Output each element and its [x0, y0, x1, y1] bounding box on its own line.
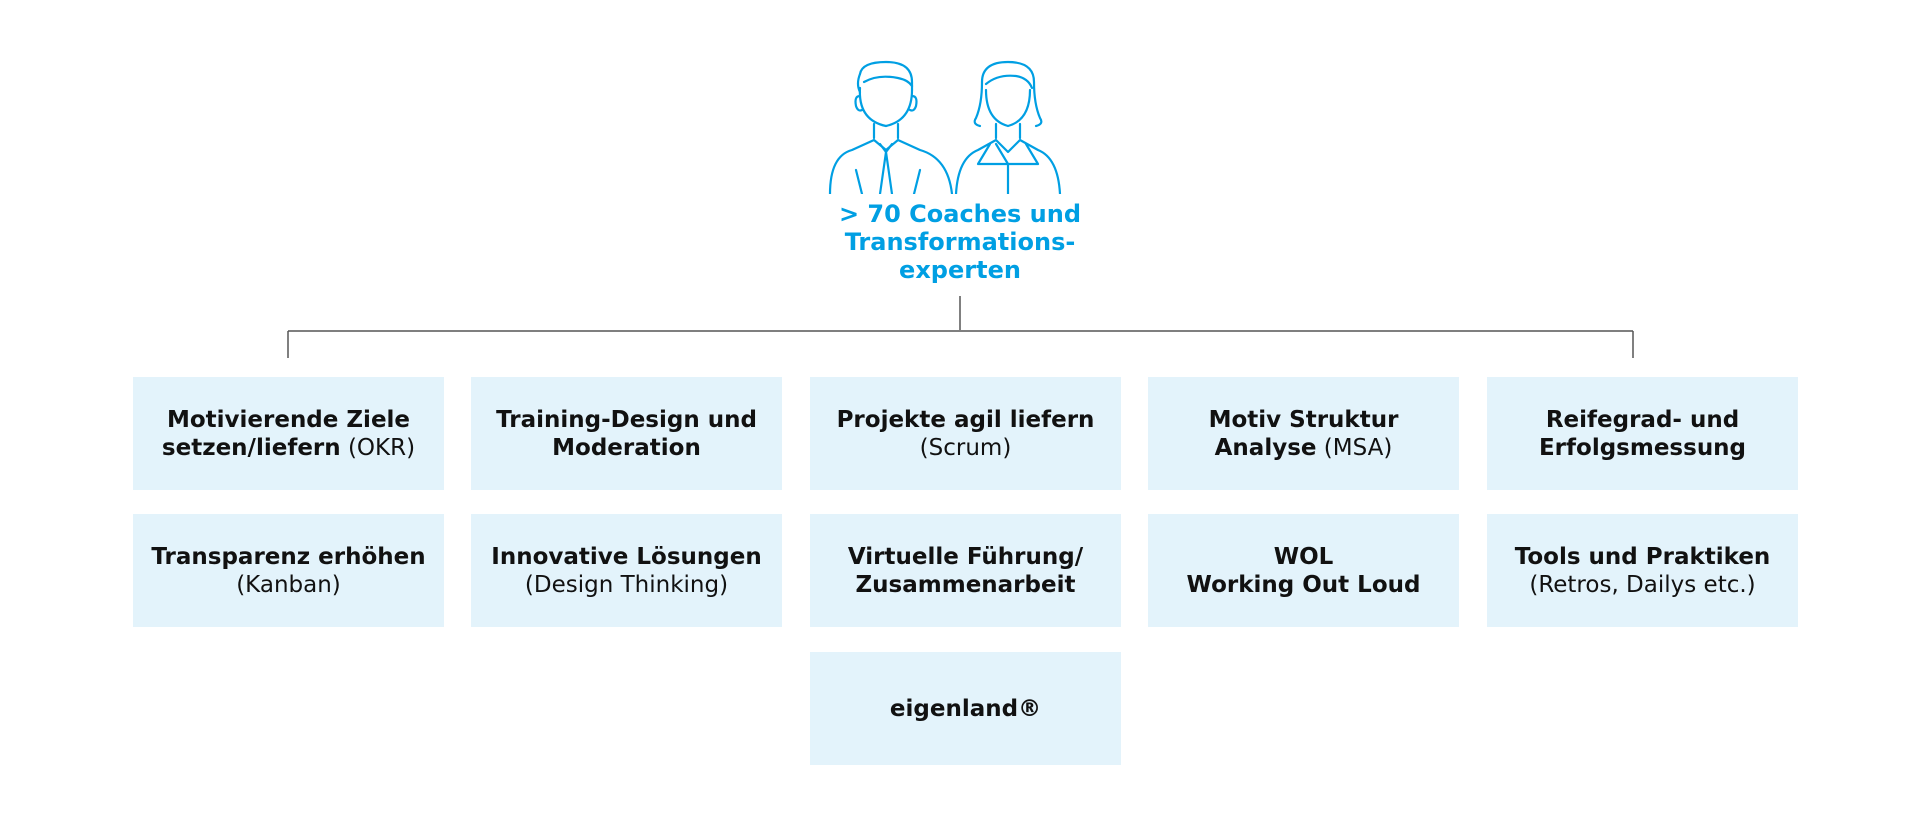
box-eigenland-line1: eigenland®	[889, 695, 1042, 722]
box-reifegrad: Reifegrad- und Erfolgsmessung	[1487, 377, 1798, 490]
box-wol-line1: WOL	[1273, 543, 1334, 570]
box-reife-line2: Erfolgsmessung	[1538, 434, 1747, 461]
box-wol-line2: Working Out Loud	[1186, 571, 1421, 598]
box-okr-line1: Motivierende Ziele	[166, 406, 411, 433]
box-scrum: Projekte agil liefern (Scrum)	[810, 377, 1121, 490]
box-training-line1: Training-Design und	[496, 406, 757, 433]
box-tools-line1: Tools und Praktiken	[1514, 543, 1771, 570]
box-design-line1: Innovative Lösungen	[491, 543, 762, 570]
box-virtuell-line2: Zusammenarbeit	[855, 571, 1076, 598]
box-msa-suffix: (MSA)	[1316, 434, 1393, 461]
box-okr-line2: setzen/liefern	[161, 434, 341, 461]
box-tools: Tools und Praktiken (Retros, Dailys etc.…	[1487, 514, 1798, 627]
box-virtuelle-fuehrung: Virtuelle Führung/ Zusammenarbeit	[810, 514, 1121, 627]
box-reife-line1: Reifegrad- und	[1545, 406, 1740, 433]
box-msa-line2: Analyse	[1214, 434, 1317, 461]
box-tools-line2: (Retros, Dailys etc.)	[1529, 571, 1756, 598]
box-training-line2: Moderation	[552, 434, 701, 461]
box-kanban-line1: Transparenz erhöhen	[151, 543, 426, 570]
box-okr-suffix: (OKR)	[340, 434, 416, 461]
box-scrum-line1: Projekte agil liefern	[836, 406, 1095, 433]
box-design-thinking: Innovative Lösungen (Design Thinking)	[471, 514, 782, 627]
box-msa-line1: Motiv Struktur	[1208, 406, 1399, 433]
box-msa: Motiv Struktur Analyse (MSA)	[1148, 377, 1459, 490]
box-eigenland: eigenland®	[810, 652, 1121, 765]
box-virtuell-line1: Virtuelle Führung/	[847, 543, 1084, 570]
box-training-design: Training-Design und Moderation	[471, 377, 782, 490]
box-okr: Motivierende Ziele setzen/liefern (OKR)	[133, 377, 444, 490]
page-title: > 70 Coaches und Transformations- expert…	[760, 200, 1160, 284]
box-kanban: Transparenz erhöhen (Kanban)	[133, 514, 444, 627]
box-scrum-line2: (Scrum)	[919, 434, 1012, 461]
title-line-2: Transformations-	[844, 228, 1076, 256]
title-line-1: > 70 Coaches und	[838, 200, 1082, 228]
box-design-line2: (Design Thinking)	[524, 571, 729, 598]
box-wol: WOL Working Out Loud	[1148, 514, 1459, 627]
box-kanban-line2: (Kanban)	[236, 571, 341, 598]
two-people-icon	[828, 60, 1092, 194]
title-line-3: experten	[899, 256, 1021, 284]
